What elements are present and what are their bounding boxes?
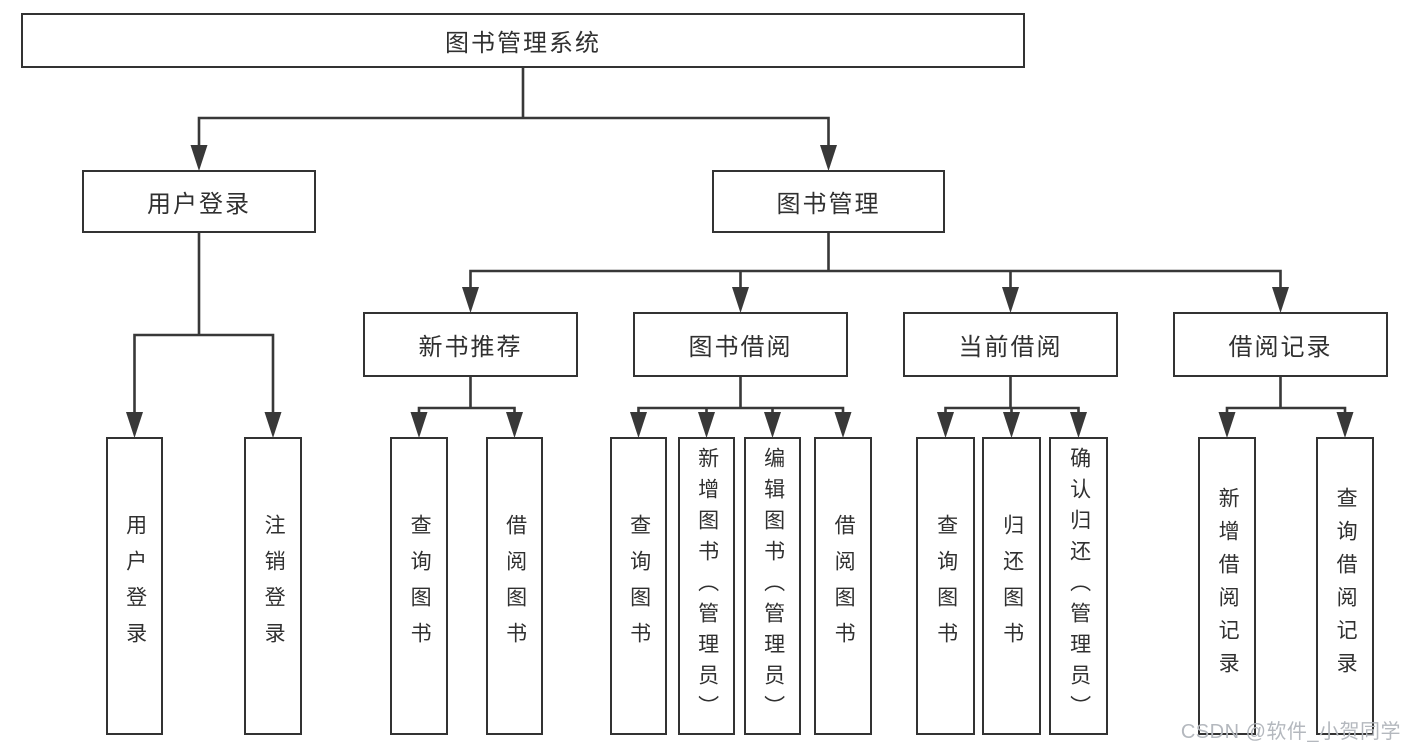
node-borrowing-records: 借阅记录 xyxy=(1173,312,1388,377)
connector-book-borrowing xyxy=(637,375,845,427)
connector-borrowing-records xyxy=(1225,375,1347,427)
arrowhead-into-borrow-books-action xyxy=(834,412,852,438)
node-label-add-borrow-record: 新增借阅记录 xyxy=(1216,487,1240,685)
node-label-book-management: 图书管理 xyxy=(776,191,881,218)
node-borrow-books-recommend: 借阅图书 xyxy=(486,437,543,735)
node-label-current-borrowing: 当前借阅 xyxy=(958,334,1063,361)
node-label-query-books-borrow: 查询图书 xyxy=(627,514,651,658)
connector-new-book-recommend xyxy=(417,375,516,427)
node-add-borrow-record: 新增借阅记录 xyxy=(1198,437,1256,735)
node-label-query-books-current: 查询图书 xyxy=(934,514,958,658)
connector-library-system xyxy=(197,66,830,160)
arrowhead-into-user-login-action xyxy=(126,412,143,438)
node-query-books-borrow: 查询图书 xyxy=(610,437,667,735)
arrowhead-into-add-books-admin xyxy=(698,412,715,438)
arrowhead-into-new-book-recommend xyxy=(462,287,479,313)
node-book-borrowing: 图书借阅 xyxy=(633,312,848,377)
node-label-confirm-return-admin: 确认归还（管理员） xyxy=(1067,446,1091,726)
node-label-edit-books-admin: 编辑图书（管理员） xyxy=(761,446,785,726)
watermark: CSDN @软件_小贺同学 xyxy=(1180,721,1401,743)
node-user-login: 用户登录 xyxy=(82,170,316,233)
arrowhead-into-user-login xyxy=(190,145,208,171)
arrowhead-into-current-borrowing xyxy=(1002,287,1019,313)
node-library-system: 图书管理系统 xyxy=(21,13,1025,68)
arrowhead-into-borrowing-records xyxy=(1272,287,1289,313)
node-label-query-books-recommend: 查询图书 xyxy=(408,514,432,658)
arrowhead-into-return-books xyxy=(1003,412,1020,438)
node-return-books: 归还图书 xyxy=(982,437,1041,735)
node-add-books-admin: 新增图书（管理员） xyxy=(678,437,735,735)
arrowhead-into-logout-action xyxy=(264,412,282,438)
node-new-book-recommend: 新书推荐 xyxy=(363,312,578,377)
node-label-new-book-recommend: 新书推荐 xyxy=(418,334,523,361)
arrowhead-into-query-books-current xyxy=(937,412,954,438)
node-label-borrow-books-action: 借阅图书 xyxy=(832,514,856,658)
node-label-return-books: 归还图书 xyxy=(1000,514,1024,658)
arrowhead-into-query-books-borrow xyxy=(630,412,647,438)
node-confirm-return-admin: 确认归还（管理员） xyxy=(1049,437,1108,735)
node-user-login-action: 用户登录 xyxy=(106,437,163,735)
node-label-library-system: 图书管理系统 xyxy=(445,30,601,57)
node-borrow-books-action: 借阅图书 xyxy=(814,437,872,735)
arrowhead-into-borrow-books-recommend xyxy=(506,412,523,438)
arrowhead-into-query-borrow-record xyxy=(1336,412,1354,438)
connector-user-login xyxy=(133,231,275,427)
node-label-logout-action: 注销登录 xyxy=(262,514,286,658)
node-label-book-borrowing: 图书借阅 xyxy=(688,334,793,361)
node-logout-action: 注销登录 xyxy=(244,437,302,735)
node-query-borrow-record: 查询借阅记录 xyxy=(1316,437,1374,735)
node-label-query-borrow-record: 查询借阅记录 xyxy=(1334,487,1358,685)
arrowhead-into-add-borrow-record xyxy=(1218,412,1236,438)
arrowhead-into-confirm-return-admin xyxy=(1070,412,1087,438)
node-label-borrow-books-recommend: 借阅图书 xyxy=(503,514,527,658)
node-current-borrowing: 当前借阅 xyxy=(903,312,1118,377)
arrowhead-into-query-books-recommend xyxy=(410,412,428,438)
arrowhead-into-book-management xyxy=(820,145,837,171)
node-label-user-login-action: 用户登录 xyxy=(123,514,147,658)
node-label-borrowing-records: 借阅记录 xyxy=(1228,334,1333,361)
node-label-user-login: 用户登录 xyxy=(147,191,251,218)
arrowhead-into-edit-books-admin xyxy=(764,412,781,438)
connector-book-management xyxy=(469,231,1282,302)
node-book-management: 图书管理 xyxy=(712,170,945,233)
node-query-books-recommend: 查询图书 xyxy=(390,437,448,735)
node-query-books-current: 查询图书 xyxy=(916,437,975,735)
arrowhead-into-book-borrowing xyxy=(732,287,749,313)
node-label-add-books-admin: 新增图书（管理员） xyxy=(695,446,719,726)
node-edit-books-admin: 编辑图书（管理员） xyxy=(744,437,801,735)
